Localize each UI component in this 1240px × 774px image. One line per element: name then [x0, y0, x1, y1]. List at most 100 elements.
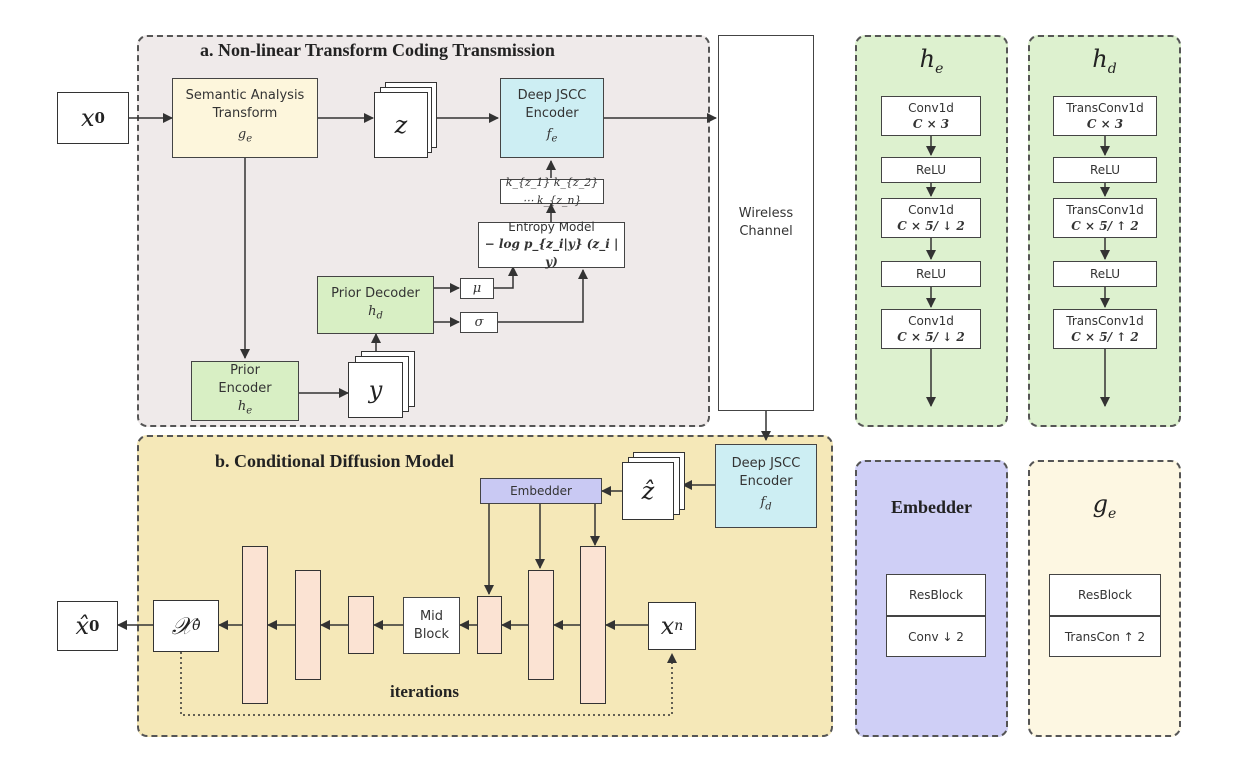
- mid-block-line2: Block: [413, 626, 450, 642]
- unet-decoder-bar-1: [242, 546, 268, 704]
- embedder-resblock-label: ResBlock: [909, 588, 963, 602]
- panel-a-title: a. Non-linear Transform Coding Transmiss…: [200, 40, 555, 60]
- ge-resblock-label: ResBlock: [1078, 588, 1132, 602]
- channel-line1: Wireless: [738, 206, 794, 221]
- mid-block-line1: Mid: [419, 608, 444, 624]
- prior-decoder-title: Prior Decoder: [331, 285, 420, 301]
- he-block-conv1-formula: C × 3: [912, 117, 950, 131]
- he-block-conv3-formula: C × 5/ ↓ 2: [897, 330, 965, 344]
- sigma-symbol: σ: [474, 314, 484, 330]
- mu-box: μ: [460, 278, 494, 299]
- he-block-relu2: ReLU: [881, 261, 981, 287]
- iterations-label: iterations: [390, 682, 459, 701]
- he-block-conv2-label: Conv1d: [908, 203, 954, 217]
- latent-z: z: [374, 92, 428, 158]
- he-block-relu1: ReLU: [881, 157, 981, 183]
- sat-symbol: g: [237, 127, 247, 143]
- prior-encoder-line1: Prior: [230, 362, 260, 378]
- hd-block-tconv1-label: TransConv1d: [1066, 101, 1144, 115]
- hd-title-symbol: h: [1092, 45, 1108, 73]
- output-symbol: x̂: [75, 612, 90, 640]
- decoder-symbol: f: [760, 495, 766, 511]
- panel-b-title: b. Conditional Diffusion Model: [215, 451, 455, 471]
- sat-line2: Transform: [212, 106, 278, 122]
- encoder-symbol-sub: e: [551, 133, 558, 145]
- input-x0-subscript: 0: [94, 109, 105, 127]
- he-block-relu1-label: ReLU: [915, 163, 947, 177]
- encoder-line1: Deep JSCC: [517, 88, 587, 104]
- mid-block: Mid Block: [403, 597, 460, 654]
- decoder-line1: Deep JSCC: [731, 456, 801, 472]
- deep-jscc-encoder: Deep JSCC Encoder fe: [500, 78, 604, 158]
- embedder-conv-down-label: Conv ↓ 2: [908, 629, 964, 644]
- hd-block-tconv2-label: TransConv1d: [1066, 203, 1144, 217]
- he-block-conv1-label: Conv1d: [908, 101, 954, 115]
- z-hat-symbol: ẑ: [641, 477, 655, 505]
- ge-title: ge: [1028, 490, 1181, 522]
- encoder-line2: Encoder: [525, 106, 579, 122]
- ge-title-sub: e: [1108, 505, 1117, 522]
- key-sequence: k_{z_1} k_{z_2} ⋯ k_{z_n}: [505, 175, 599, 207]
- xn-subscript: n: [674, 618, 684, 634]
- prior-decoder: Prior Decoder hd: [317, 276, 434, 334]
- he-block-conv2: Conv1d C × 5/ ↓ 2: [881, 198, 981, 238]
- hd-block-relu1: ReLU: [1053, 157, 1157, 183]
- hd-block-tconv3-formula: C × 5/ ↑ 2: [1071, 330, 1139, 344]
- prior-encoder-line2: Encoder: [218, 380, 272, 396]
- embedder-panel-title: Embedder: [891, 497, 972, 517]
- hd-block-tconv3-label: TransConv1d: [1066, 314, 1144, 328]
- key-sequence-box: k_{z_1} k_{z_2} ⋯ k_{z_n}: [500, 176, 604, 207]
- unet-decoder-bar-2: [295, 570, 321, 680]
- hd-block-relu2-label: ReLU: [1089, 267, 1121, 281]
- deep-jscc-decoder: Deep JSCC Encoder fd: [715, 444, 817, 528]
- output-x0-hat: x̂0: [57, 601, 118, 651]
- model-subscript: θ: [192, 618, 201, 634]
- xn-symbol: x: [660, 612, 675, 640]
- embedder-resblock: ResBlock: [886, 574, 986, 616]
- he-title-symbol: h: [919, 45, 936, 73]
- he-title: he: [855, 45, 1008, 77]
- unet-decoder-bar-3: [348, 596, 374, 654]
- he-block-conv3: Conv1d C × 5/ ↓ 2: [881, 309, 981, 349]
- prior-decoder-symbol-sub: d: [376, 310, 383, 322]
- model-symbol: 𝒳: [171, 612, 193, 640]
- he-block-relu2-label: ReLU: [915, 267, 947, 281]
- entropy-model-formula: − log p_{z_i|y} (z_i | y): [484, 237, 619, 269]
- sat-symbol-sub: e: [246, 133, 253, 145]
- he-block-conv3-label: Conv1d: [908, 314, 954, 328]
- hd-title: hd: [1028, 45, 1181, 77]
- input-x0-symbol: x: [81, 104, 95, 132]
- he-block-conv1: Conv1d C × 3: [881, 96, 981, 136]
- wireless-channel: Wireless Channel: [718, 35, 814, 411]
- semantic-analysis-transform: Semantic Analysis Transform ge: [172, 78, 318, 158]
- encoder-symbol: f: [546, 127, 552, 143]
- unet-encoder-bar-1: [580, 546, 606, 704]
- hd-block-tconv3: TransConv1d C × 5/ ↑ 2: [1053, 309, 1157, 349]
- ge-transcon-up-label: TransCon ↑ 2: [1064, 629, 1146, 644]
- mu-symbol: μ: [472, 280, 482, 296]
- sat-line1: Semantic Analysis: [185, 88, 305, 104]
- ge-resblock: ResBlock: [1049, 574, 1161, 616]
- unet-encoder-bar-3: [477, 596, 502, 654]
- hyper-y-symbol: y: [368, 376, 383, 404]
- unet-encoder-bar-2: [528, 570, 554, 680]
- hd-block-tconv2-formula: C × 5/ ↑ 2: [1071, 219, 1139, 233]
- entropy-model: Entropy Model − log p_{z_i|y} (z_i | y): [478, 220, 625, 269]
- output-subscript: 0: [89, 617, 100, 635]
- channel-line2: Channel: [739, 224, 793, 239]
- hd-block-tconv1-formula: C × 3: [1086, 117, 1124, 131]
- hd-block-tconv2: TransConv1d C × 5/ ↑ 2: [1053, 198, 1157, 238]
- entropy-model-title: Entropy Model: [508, 220, 595, 234]
- prior-encoder-symbol: h: [237, 398, 247, 414]
- hd-block-tconv1: TransConv1d C × 3: [1053, 96, 1157, 136]
- decoder-symbol-sub: d: [765, 501, 772, 513]
- decoder-line2: Encoder: [739, 474, 793, 490]
- latent-z-symbol: z: [394, 111, 408, 139]
- hd-title-sub: d: [1107, 60, 1117, 77]
- he-title-sub: e: [935, 60, 944, 77]
- he-block-conv2-formula: C × 5/ ↓ 2: [897, 219, 965, 233]
- hd-block-relu2: ReLU: [1053, 261, 1157, 287]
